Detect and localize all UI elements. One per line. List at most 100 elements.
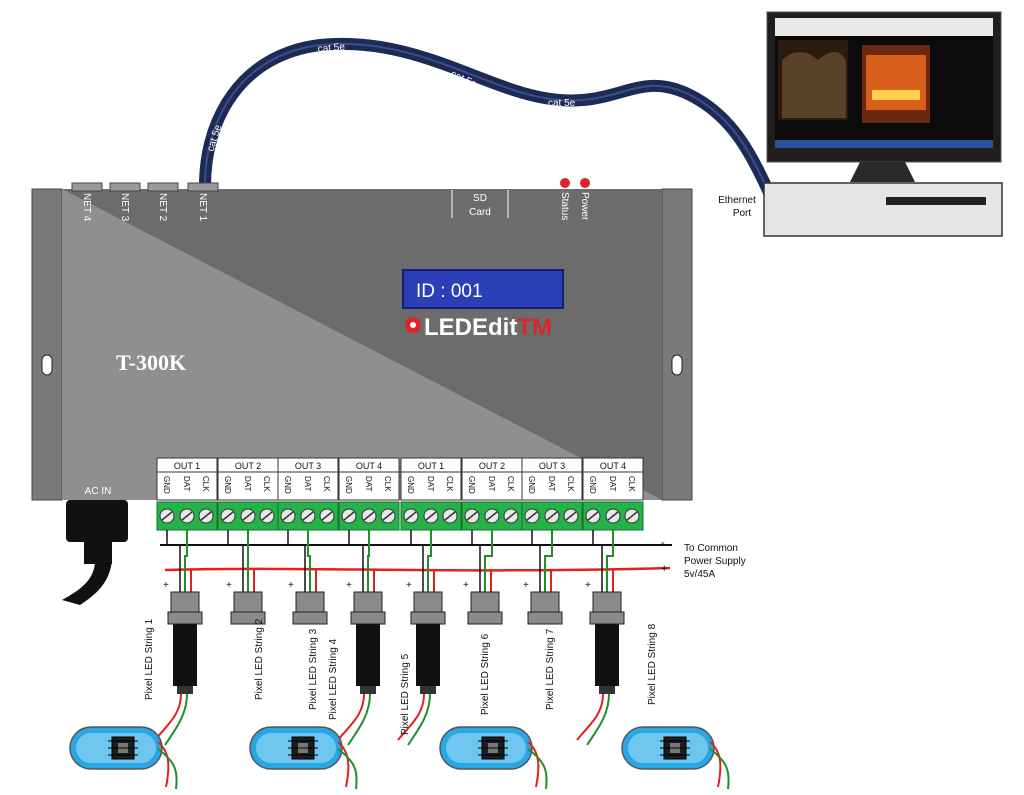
output-group-label: OUT 2 — [479, 461, 505, 471]
pin-label: DAT — [364, 476, 373, 492]
model-name: T-300K — [116, 350, 186, 375]
output-group-label: OUT 4 — [600, 461, 626, 471]
pin-label: CLK — [566, 476, 575, 492]
pin-label: GND — [467, 476, 476, 494]
ethernet-port-label: Ethernet — [718, 195, 756, 206]
output-group-label: OUT 2 — [235, 461, 261, 471]
cat5e-cable: cat 5e cat 5e cat 5e cat 5e cat 5e cat 5… — [199, 37, 776, 201]
pixel-connector — [230, 591, 266, 625]
net-port-4-label: NET 4 — [81, 193, 92, 222]
pixel-connector — [167, 591, 203, 694]
pin-label: GND — [406, 476, 415, 494]
logo-text: LEDEditTM — [424, 314, 552, 341]
output-group-label: OUT 4 — [356, 461, 382, 471]
net-port-1-label: NET 1 — [197, 193, 208, 222]
ethernet-port-label: Port — [733, 208, 752, 219]
pin-label: CLK — [322, 476, 331, 492]
string-label-4: Pixel LED String 4 — [328, 638, 339, 720]
plus-sign: + — [406, 580, 412, 591]
string-label-8: Pixel LED String 8 — [647, 623, 658, 705]
lcd-display — [402, 269, 564, 309]
net-port-3-label: NET 3 — [119, 193, 130, 222]
pixel-connector — [350, 591, 386, 694]
output-group-frame — [156, 457, 218, 501]
output-group-frame — [582, 457, 644, 501]
pin-label: GND — [283, 476, 292, 494]
output-group-frame — [400, 457, 462, 501]
left-bracket — [31, 188, 63, 501]
output-group-frame — [338, 457, 400, 501]
string-label-6: Pixel LED String 6 — [480, 633, 491, 715]
computer: Ethernet Port — [718, 11, 1003, 237]
pin-label: GND — [588, 476, 597, 494]
power-led — [580, 178, 590, 188]
power-bus — [164, 566, 671, 572]
plus-sign: + — [661, 563, 667, 575]
pin-label: GND — [223, 476, 232, 494]
output-group-frame — [521, 457, 583, 501]
output-group-frame — [277, 457, 339, 501]
power-supply-line-1: To Common — [684, 543, 738, 554]
desktop-case — [763, 182, 1003, 237]
pin-label: GND — [527, 476, 536, 494]
string-label-3: Pixel LED String 3 — [308, 628, 319, 710]
plus-sign: + — [346, 580, 352, 591]
output-group-label: OUT 1 — [174, 461, 200, 471]
pixel-connector — [527, 591, 563, 625]
pixel-connector — [467, 591, 503, 625]
ac-in-label: AC IN — [85, 486, 112, 497]
plus-sign: + — [523, 580, 529, 591]
pin-label: DAT — [243, 476, 252, 492]
right-bracket — [661, 188, 693, 501]
monitor-stand — [850, 162, 915, 182]
pin-label: CLK — [627, 476, 636, 492]
string-label-7: Pixel LED String 7 — [545, 628, 556, 710]
pin-label: CLK — [201, 476, 210, 492]
pin-label: DAT — [426, 476, 435, 492]
cable-label: cat 5e — [205, 123, 224, 153]
plus-sign: + — [288, 580, 294, 591]
output-group-label: OUT 3 — [539, 461, 565, 471]
pin-label: DAT — [487, 476, 496, 492]
cable-label: cat 5e — [548, 98, 576, 109]
net-port-2-label: NET 2 — [157, 193, 168, 222]
disc-drive — [886, 197, 986, 205]
pin-label: CLK — [445, 476, 454, 492]
status-leds: Status Power — [559, 178, 590, 221]
ac-plug — [62, 500, 128, 605]
plus-sign: + — [585, 580, 591, 591]
minus-sign: - — [661, 537, 665, 549]
net-ports: NET 4 NET 3 NET 2 NET 1 — [71, 182, 219, 222]
power-supply-line-3: 5v/45A — [684, 569, 715, 580]
string-label-2: Pixel LED String 2 — [254, 618, 265, 700]
power-supply-label: To Common Power Supply 5v/45A — [684, 543, 746, 580]
status-label: Status — [559, 192, 570, 220]
power-supply-line-2: Power Supply — [684, 556, 746, 567]
pixel-connector — [410, 591, 446, 694]
output-group-frame — [217, 457, 279, 501]
pixel-connector — [292, 591, 328, 625]
pin-label: GND — [162, 476, 171, 494]
pixel-led-icon — [69, 726, 178, 790]
pin-label: DAT — [608, 476, 617, 492]
plus-sign: + — [163, 580, 169, 591]
card-label: Card — [469, 207, 491, 218]
power-label: Power — [579, 192, 590, 221]
sd-label: SD — [473, 193, 487, 204]
pixel-led-icon — [621, 726, 730, 790]
output-group-label: OUT 1 — [418, 461, 444, 471]
pin-label: DAT — [182, 476, 191, 492]
pin-label: CLK — [506, 476, 515, 492]
string-label-5: Pixel LED String 5 — [400, 653, 411, 735]
pin-label: DAT — [303, 476, 312, 492]
pixel-led-icon — [439, 726, 548, 790]
pin-label: DAT — [547, 476, 556, 492]
pixel-led-icon — [249, 726, 358, 790]
mount-hole — [671, 354, 683, 376]
wiring: -++Pixel LED String 1+Pixel LED String 2… — [69, 530, 730, 790]
pin-label: CLK — [262, 476, 271, 492]
pixel-connector — [589, 591, 625, 694]
